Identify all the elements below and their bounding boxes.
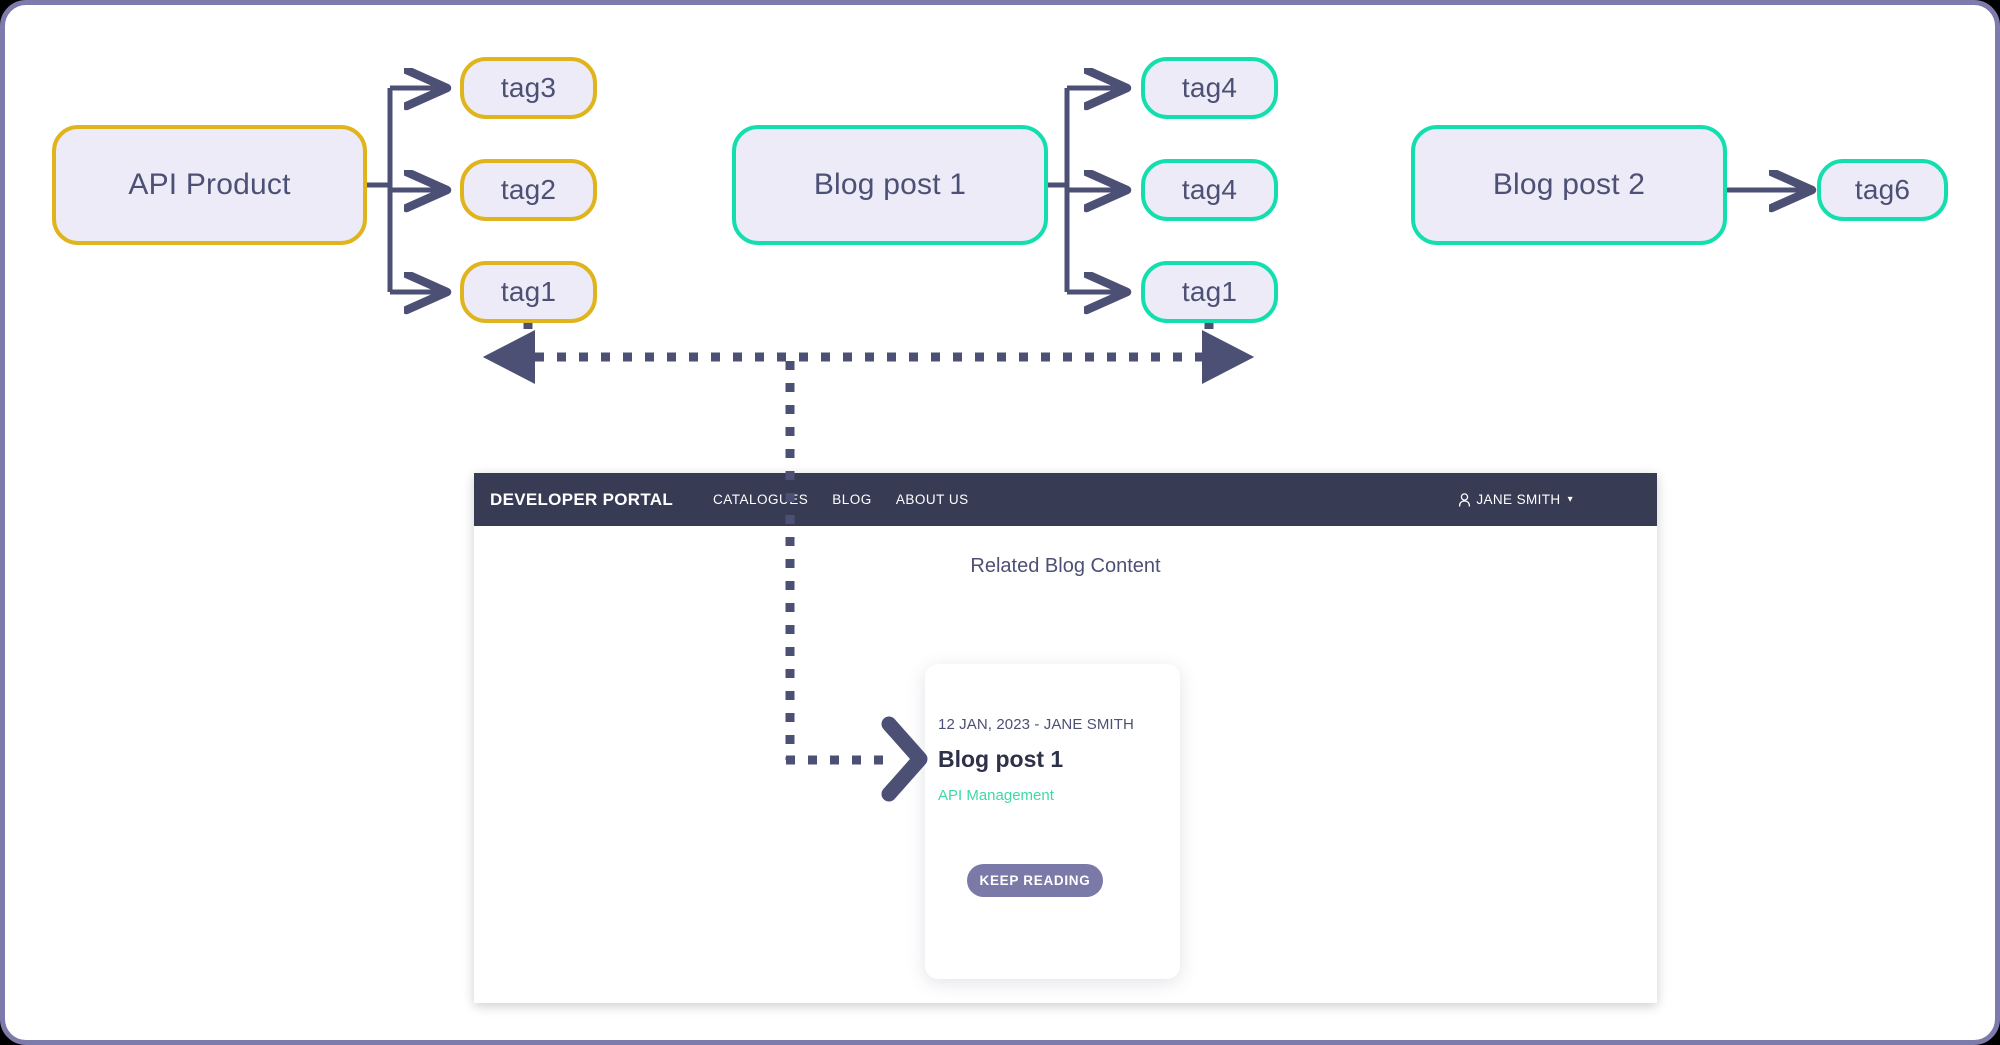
card-meta: 12 JAN, 2023 - JANE SMITH — [938, 716, 1134, 733]
tag-node-tag4-b[interactable]: tag4 — [1141, 159, 1278, 221]
card-title: Blog post 1 — [938, 746, 1064, 772]
tag-label: tag2 — [500, 174, 557, 205]
node-label: API Product — [128, 168, 291, 201]
tag-label: tag4 — [1181, 72, 1238, 103]
node-label: Blog post 2 — [1492, 168, 1646, 201]
developer-portal-window: DEVELOPER PORTAL CATALOGUES BLOG ABOUT U… — [474, 473, 1657, 1003]
user-name: JANE SMITH — [1476, 492, 1561, 507]
tag-node-tag3[interactable]: tag3 — [460, 57, 597, 119]
person-icon — [1458, 492, 1471, 507]
user-menu[interactable]: JANE SMITH ▾ — [1458, 492, 1573, 507]
tag-node-tag1-blog[interactable]: tag1 — [1141, 261, 1278, 323]
portal-brand[interactable]: DEVELOPER PORTAL — [490, 489, 674, 509]
related-blog-heading: Related Blog Content — [970, 555, 1161, 577]
nav-link-about-us[interactable]: ABOUT US — [895, 492, 969, 507]
tag-label: tag1 — [1181, 276, 1238, 307]
connector-blog-post-1 — [1048, 88, 1125, 292]
tag-node-tag4-a[interactable]: tag4 — [1141, 57, 1278, 119]
node-api-product[interactable]: API Product — [52, 125, 367, 245]
tag-label: tag1 — [500, 276, 557, 307]
keep-reading-button[interactable]: KEEP READING — [967, 864, 1103, 897]
connector-tag-match — [482, 320, 1255, 384]
tag-label: tag3 — [500, 72, 557, 103]
tag-node-tag2[interactable]: tag2 — [460, 159, 597, 221]
portal-body: Related Blog Content 12 JAN, 2023 - JANE… — [474, 526, 1657, 1003]
related-blog-card[interactable]: 12 JAN, 2023 - JANE SMITH Blog post 1 AP… — [925, 664, 1180, 979]
node-label: Blog post 1 — [813, 168, 967, 201]
card-tag-link[interactable]: API Management — [938, 787, 1054, 804]
connector-api-product — [367, 88, 445, 292]
tag-node-tag6[interactable]: tag6 — [1817, 159, 1948, 221]
nav-link-blog[interactable]: BLOG — [832, 492, 872, 507]
tag-label: tag6 — [1854, 174, 1911, 205]
chevron-down-icon: ▾ — [1567, 494, 1573, 505]
node-blog-post-1[interactable]: Blog post 1 — [732, 125, 1048, 245]
tag-label: tag4 — [1181, 174, 1238, 205]
node-blog-post-2[interactable]: Blog post 2 — [1411, 125, 1727, 245]
tag-node-tag1-product[interactable]: tag1 — [460, 261, 597, 323]
portal-navbar: DEVELOPER PORTAL CATALOGUES BLOG ABOUT U… — [474, 473, 1657, 526]
nav-link-catalogues[interactable]: CATALOGUES — [713, 492, 809, 507]
